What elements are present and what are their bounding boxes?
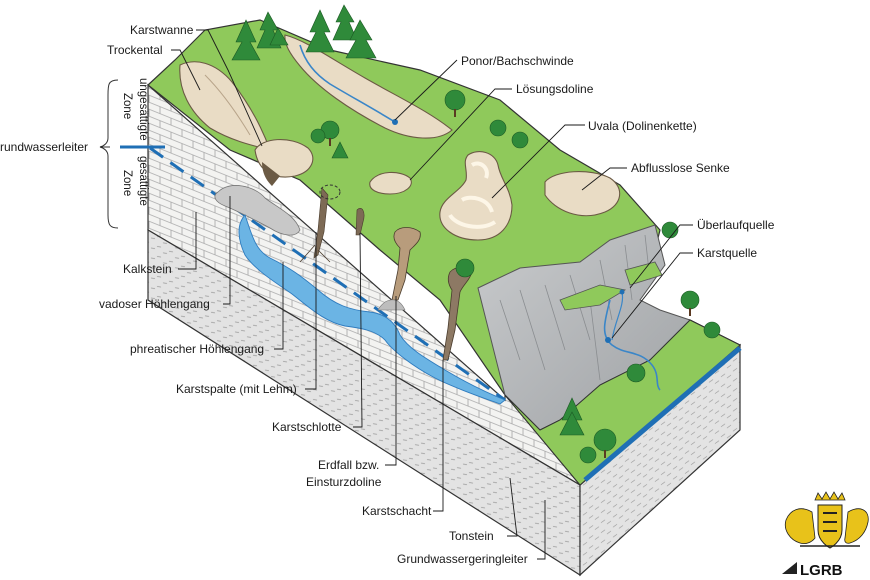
rubble-pile: [377, 299, 406, 311]
abflusslose-senke: [544, 171, 621, 217]
uvala: [439, 151, 513, 241]
karstschlotte-top: [319, 184, 341, 200]
zone-saturated-2: Zone: [121, 170, 133, 196]
river: [583, 346, 742, 482]
grass-ledge: [559, 284, 627, 311]
zone-bracket: [99, 79, 119, 229]
label-karstschlotte: Karstschlotte: [272, 420, 342, 434]
ueberlaufquelle-point: [619, 289, 625, 295]
zone-saturated-1: gesättigte: [137, 156, 149, 206]
ponor-valley: [284, 34, 453, 139]
karstspalte: [313, 187, 329, 259]
label-phreatischer-hoehlengang: phreatischer Höhlengang: [130, 342, 264, 356]
leader-lines: [100, 29, 693, 560]
loesungsdoline: [369, 171, 412, 195]
coat-of-arms-logo: [784, 491, 869, 549]
label-grundwasserleiter: rundwasserleiter: [0, 140, 88, 154]
label-abflusslose-senke: Abflusslose Senke: [631, 161, 730, 175]
label-loesungsdoline: Lösungsdoline: [516, 82, 594, 96]
spring-stream: [611, 291, 624, 341]
ponor-point: [392, 119, 398, 125]
label-ueberlaufquelle: Überlaufquelle: [697, 218, 775, 232]
ponor-stream: [299, 44, 396, 123]
vadose-cave: [214, 185, 301, 236]
lgrb-logo: LGRB: [782, 562, 843, 579]
erdfall: [391, 227, 421, 301]
label-grundwassergeringleiter: Grundwassergeringleiter: [397, 552, 528, 566]
karstschlotte: [355, 208, 365, 236]
label-karstquelle: Karstquelle: [697, 246, 757, 260]
label-tonstein: Tonstein: [449, 529, 494, 543]
phreatic-cave: [238, 214, 506, 405]
lgrb-logo-text: LGRB: [800, 562, 843, 579]
spring-stream: [603, 299, 661, 391]
label-vadoser-hoehlengang: vadoser Höhlengang: [99, 297, 210, 311]
label-karstspalte: Karstspalte (mit Lehm): [176, 382, 297, 396]
label-karstwanne: Karstwanne: [130, 23, 194, 37]
label-kalkstein: Kalkstein: [123, 262, 172, 276]
label-uvala: Uvala (Dolinenkette): [588, 119, 697, 133]
label-erdfall-1: Erdfall bzw.: [318, 458, 379, 472]
zone-unsaturated-2: Zone: [121, 93, 133, 119]
karstquelle-point: [605, 337, 611, 343]
label-karstschacht: Karstschacht: [362, 504, 432, 518]
zone-unsaturated-1: ungesättigte: [137, 78, 149, 141]
trees: [231, 4, 721, 464]
label-erdfall-2: Einsturzdoline: [306, 475, 382, 489]
label-ponor: Ponor/Bachschwinde: [461, 54, 574, 68]
label-trockental: Trockental: [107, 43, 163, 57]
